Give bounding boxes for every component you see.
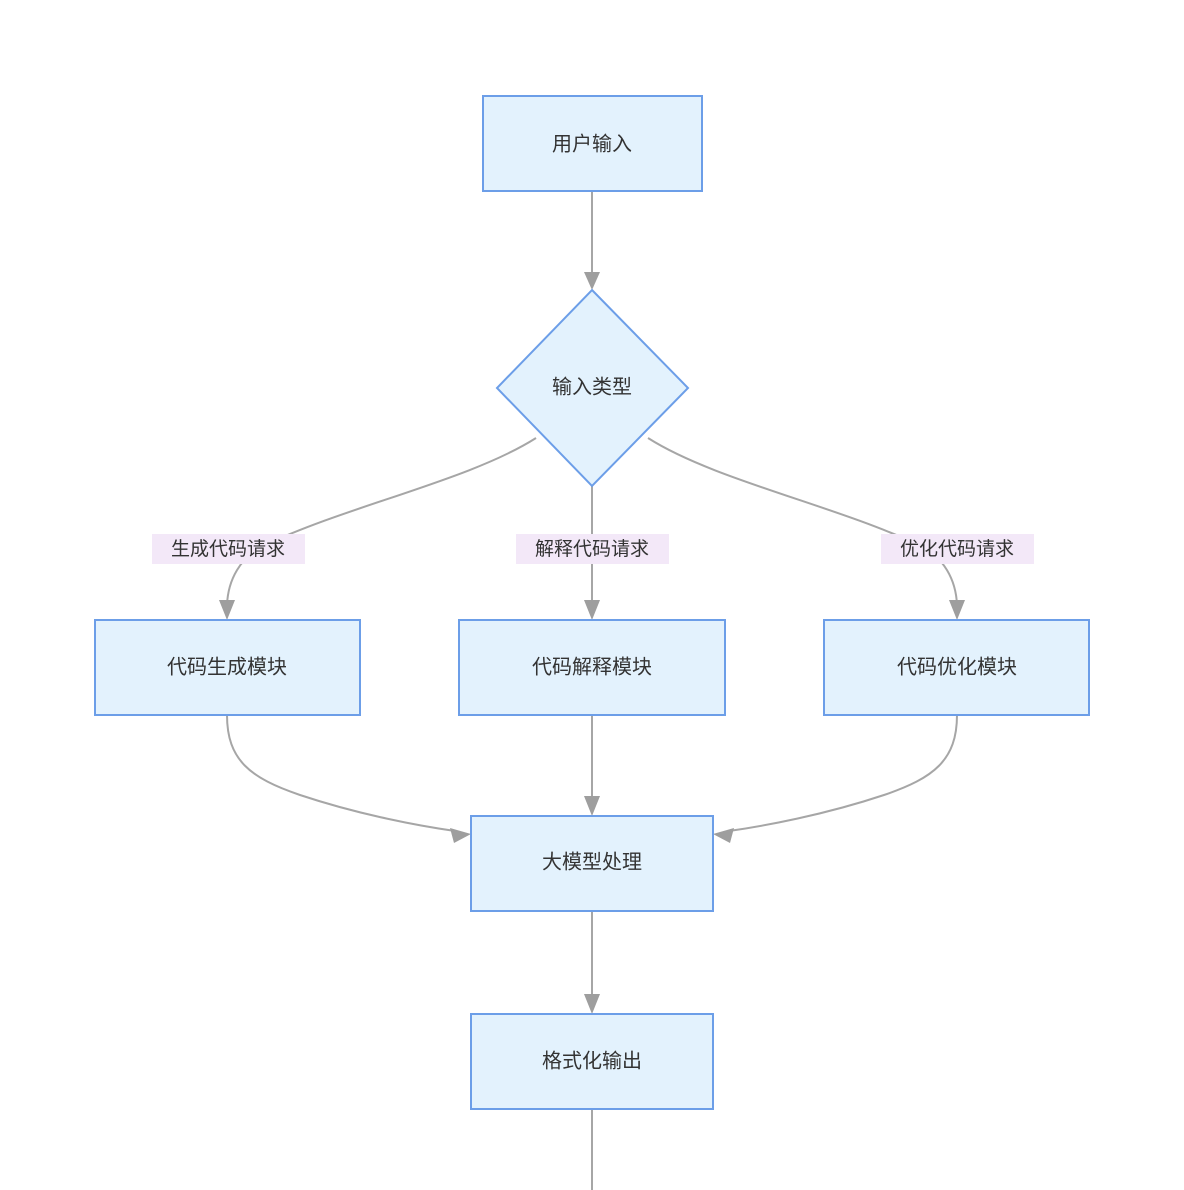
edge-label-explain-code-request: 解释代码请求 (516, 534, 669, 564)
node-shape-rect[interactable] (94, 619, 361, 716)
edge-label-background (881, 534, 1034, 564)
node-code-optimization-module[interactable]: 代码优化模块 (823, 619, 1090, 716)
node-shape-rect[interactable] (470, 1013, 714, 1110)
arrowhead-icon (450, 828, 471, 843)
arrowhead-icon (713, 828, 734, 843)
edge-type-to-optmod (647, 437, 965, 620)
edge-label-background (152, 534, 305, 564)
node-shape-rect[interactable] (470, 815, 714, 912)
edges-layer (219, 191, 965, 1190)
node-shape-diamond[interactable] (495, 288, 690, 488)
edge-llm-to-output (584, 910, 600, 1014)
edge-optmod-to-llm (713, 714, 958, 843)
edge-label-background (516, 534, 669, 564)
edge-line (647, 437, 958, 606)
arrowhead-icon (584, 994, 600, 1014)
edge-label-generate-code-request: 生成代码请求 (152, 534, 305, 564)
arrowhead-icon (584, 796, 600, 816)
node-llm-processing[interactable]: 大模型处理 (470, 815, 714, 912)
arrowhead-icon (584, 272, 600, 290)
node-code-explanation-module[interactable]: 代码解释模块 (458, 619, 726, 716)
arrowhead-icon (219, 600, 235, 620)
node-formatted-output[interactable]: 格式化输出 (470, 1013, 714, 1110)
node-user-input[interactable]: 用户输入 (482, 95, 703, 192)
node-code-generation-module[interactable]: 代码生成模块 (94, 619, 361, 716)
edge-type-to-genmod (219, 437, 537, 620)
node-shape-rect[interactable] (823, 619, 1090, 716)
node-shape-rect[interactable] (458, 619, 726, 716)
edge-line (226, 714, 456, 832)
node-input-type[interactable]: 输入类型 (495, 288, 690, 488)
edge-expmod-to-llm (584, 715, 600, 816)
edge-input-to-type (584, 191, 600, 290)
edge-line (728, 714, 958, 832)
edge-line (226, 437, 537, 606)
edge-label-optimize-code-request: 优化代码请求 (881, 534, 1034, 564)
edge-labels-layer: 生成代码请求 解释代码请求 优化代码请求 (152, 534, 1034, 564)
edge-genmod-to-llm (226, 714, 471, 843)
node-shape-rect[interactable] (482, 95, 703, 192)
arrowhead-icon (584, 600, 600, 620)
arrowhead-icon (949, 600, 965, 620)
